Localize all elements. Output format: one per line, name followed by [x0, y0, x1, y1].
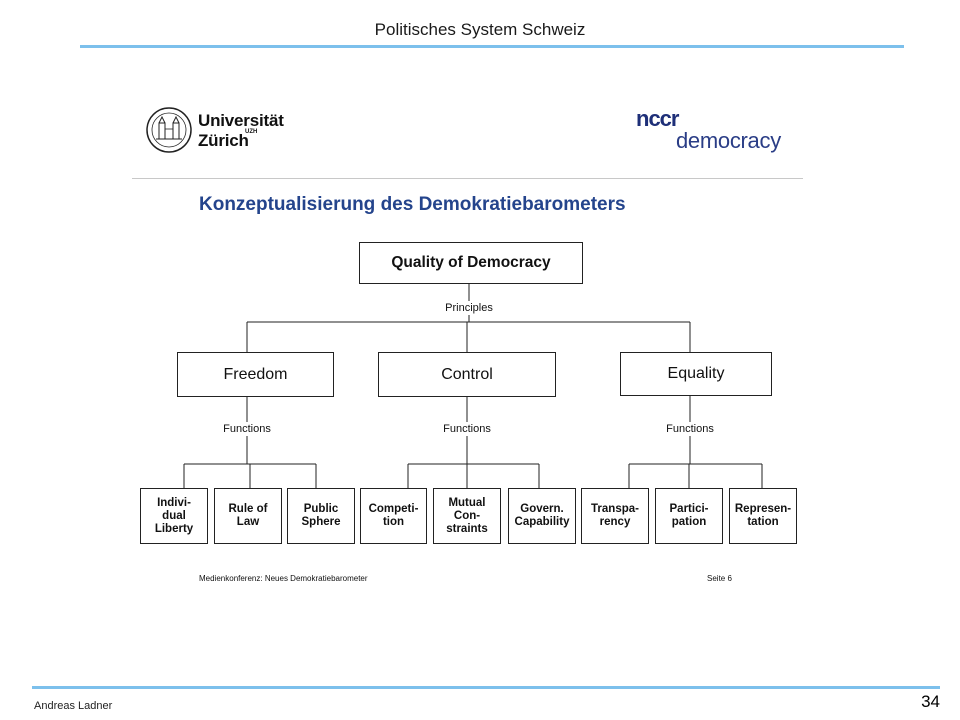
function-node: Partici- pation: [655, 488, 723, 544]
function-label: Transpa- rency: [591, 503, 639, 528]
root-node: Quality of Democracy: [359, 242, 583, 284]
function-node: Competi- tion: [360, 488, 427, 544]
function-label: Govern. Capability: [514, 503, 570, 528]
function-label: Indivi- dual Liberty: [154, 496, 194, 535]
bottom-rule: [32, 686, 940, 689]
function-node: Transpa- rency: [581, 488, 649, 544]
function-node: Mutual Con- straints: [433, 488, 501, 544]
principle-equality: Equality: [620, 352, 772, 396]
uzh-logo-sup: UZH: [245, 129, 258, 135]
source-footer-text: Medienkonferenz: Neues Demokratiebaromet…: [199, 574, 368, 583]
page-number: 34: [921, 692, 940, 711]
author-name: Andreas Ladner: [34, 700, 113, 712]
function-node: Represen- tation: [729, 488, 797, 544]
functions-label: Functions: [443, 423, 491, 435]
functions-label: Functions: [666, 423, 714, 435]
function-label: Represen- tation: [734, 503, 792, 528]
function-label: Public Sphere: [301, 503, 341, 528]
root-node-label: Quality of Democracy: [391, 254, 551, 271]
university-seal-icon: [146, 107, 192, 153]
header-divider: [132, 178, 803, 179]
function-label: Rule of Law: [228, 503, 268, 528]
principle-label: Control: [441, 365, 493, 383]
uzh-logo-line2: Zürich: [198, 131, 249, 150]
function-label: Competi- tion: [368, 503, 419, 528]
uzh-logo-line1: Universität: [198, 111, 284, 130]
function-node: Govern. Capability: [508, 488, 576, 544]
function-label: Mutual Con- straints: [446, 496, 488, 535]
functions-label: Functions: [223, 423, 271, 435]
nccr-logo-line2: democracy: [676, 128, 781, 153]
function-node: Rule of Law: [214, 488, 282, 544]
principle-control: Control: [378, 352, 556, 397]
slide-title: Politisches System Schweiz: [374, 20, 586, 39]
function-label: Partici- pation: [669, 503, 709, 528]
diagram-heading: Konzeptualisierung des Demokratiebaromet…: [199, 194, 626, 215]
principle-freedom: Freedom: [177, 352, 334, 397]
function-node: Public Sphere: [287, 488, 355, 544]
function-node: Indivi- dual Liberty: [140, 488, 208, 544]
principle-label: Freedom: [223, 365, 288, 383]
principle-label: Equality: [667, 365, 725, 382]
top-rule: [80, 45, 904, 48]
source-footer-page: Seite 6: [707, 574, 732, 583]
principles-label: Principles: [445, 302, 493, 314]
nccr-logo-line1: nccr: [636, 106, 679, 131]
